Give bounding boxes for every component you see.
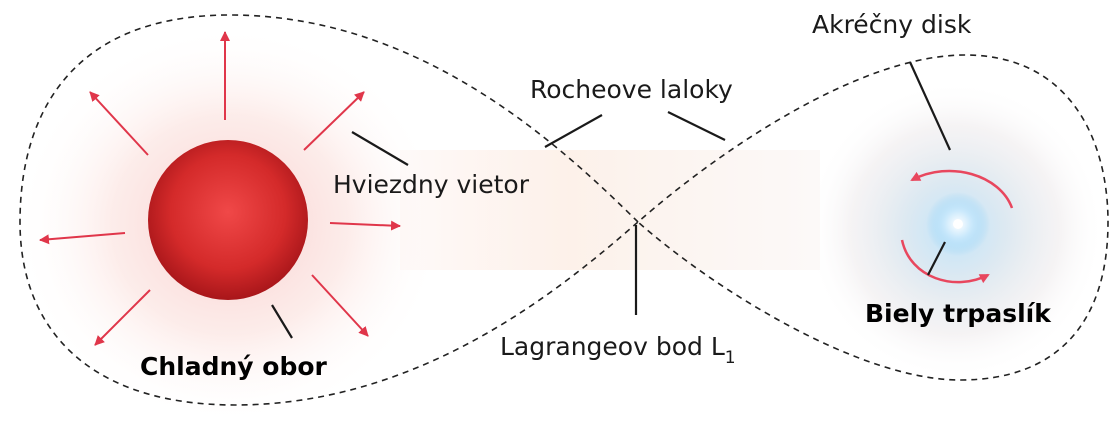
roche-pointer-left	[545, 115, 602, 147]
roche-lobes-label: Rocheove laloky	[530, 75, 733, 104]
stellar-wind-label: Hviezdny vietor	[333, 170, 530, 199]
mass-transfer-stream	[400, 150, 820, 270]
cool-giant-star	[148, 140, 308, 300]
white-dwarf-label: Biely trpaslík	[865, 299, 1052, 328]
roche-pointer-right	[668, 112, 725, 140]
lagrange-point-text: Lagrangeov bod L	[500, 332, 725, 361]
lagrange-point-label: Lagrangeov bod L1	[500, 332, 736, 368]
lagrange-point-subscript: 1	[725, 348, 736, 368]
cool-giant-label: Chladný obor	[140, 352, 328, 381]
accretion-disk-label: Akréčny disk	[812, 10, 972, 39]
white-dwarf-star	[953, 219, 963, 229]
